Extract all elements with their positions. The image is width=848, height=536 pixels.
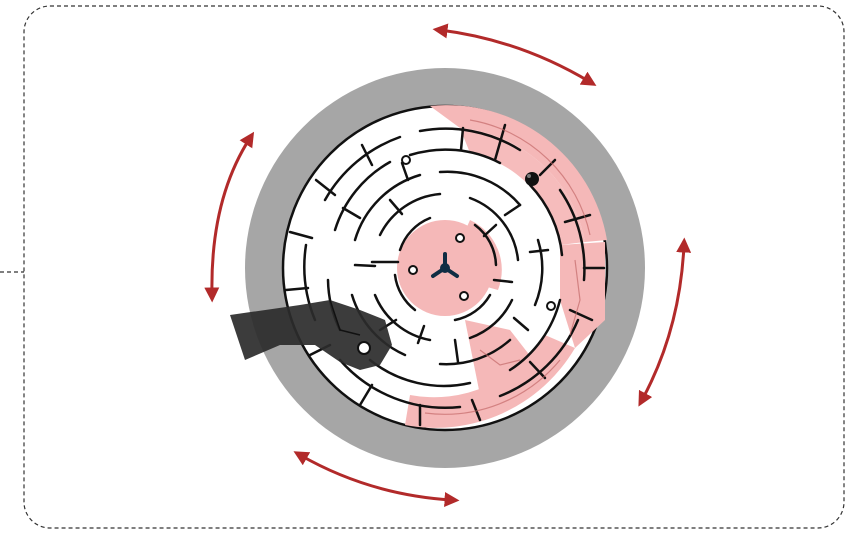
rotate-arrow-icon[interactable] [642, 245, 684, 400]
pivot-node-icon[interactable] [460, 292, 468, 300]
rotate-arrow-right[interactable] [642, 245, 684, 400]
rotate-arrow-left[interactable] [212, 138, 250, 295]
rotate-arrow-icon[interactable] [212, 138, 250, 295]
pivot-node-icon[interactable] [547, 302, 555, 310]
pivot-node-icon[interactable] [409, 266, 417, 274]
maze-disc[interactable] [283, 105, 607, 430]
ball-icon[interactable] [525, 172, 539, 186]
pivot-node-icon[interactable] [402, 156, 410, 164]
pivot-node-icon[interactable] [456, 234, 464, 242]
